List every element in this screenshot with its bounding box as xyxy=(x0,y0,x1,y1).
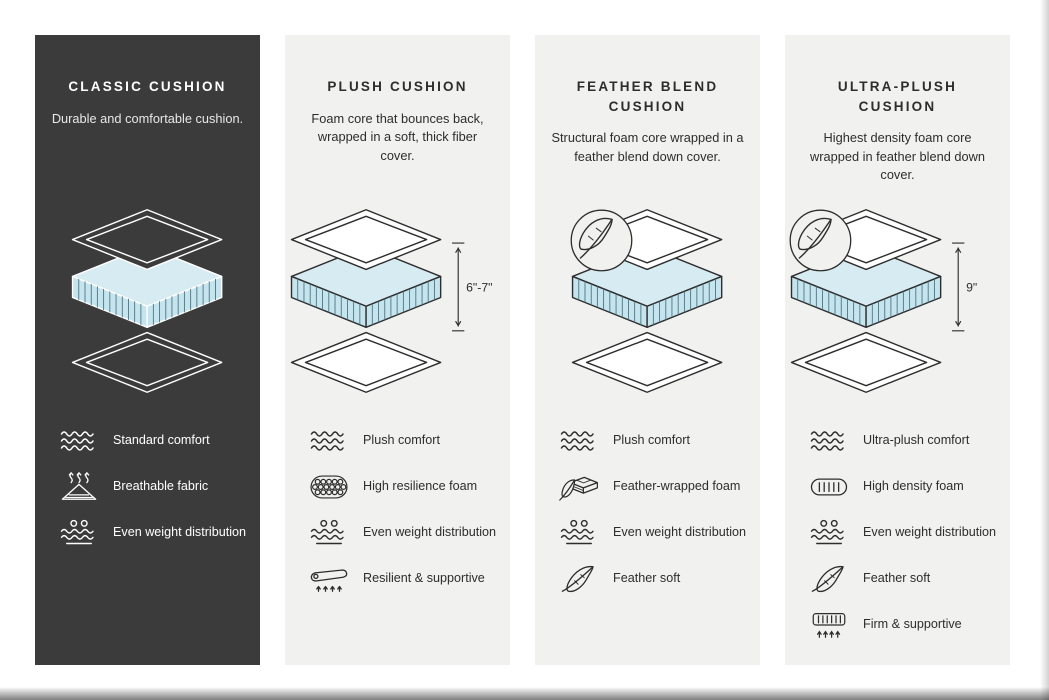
feature-label: Feather-wrapped foam xyxy=(613,479,741,494)
column-title: FEATHER BLEND CUSHION xyxy=(576,79,719,114)
bottom-cover-layer xyxy=(790,331,942,393)
measurement-label: 9" xyxy=(966,280,977,294)
feature-label: Even weight distribution xyxy=(613,525,747,540)
waves-icon xyxy=(307,426,351,456)
feature-item: Even weight distribution xyxy=(807,517,996,548)
feature-item: High density foam xyxy=(807,471,996,502)
feature-label: Firm & supportive xyxy=(863,617,962,632)
cushion-diagram xyxy=(570,209,723,393)
even-weight-icon xyxy=(307,518,351,548)
even-weight-icon xyxy=(57,518,101,548)
resilient-icon xyxy=(307,564,351,594)
feature-label: Feather soft xyxy=(613,571,681,586)
column-title: CLASSIC CUSHION xyxy=(68,79,227,94)
height-measurement xyxy=(951,242,965,332)
column-classic: CLASSIC CUSHION Durable and comfortable … xyxy=(35,35,260,665)
feather-badge-icon xyxy=(789,209,852,272)
even-weight-icon xyxy=(557,518,601,548)
feature-item: Standard comfort xyxy=(57,425,246,456)
feature-list: Ultra-plush comfort High density foam Ev… xyxy=(785,421,1010,640)
feature-item: Plush comfort xyxy=(557,425,746,456)
feature-label: High density foam xyxy=(863,479,964,494)
feather-icon xyxy=(807,564,851,594)
feature-item: Plush comfort xyxy=(307,425,496,456)
feature-list: Plush comfort Feather-wrapped foam Even … xyxy=(535,421,760,594)
column-plush: PLUSH CUSHION Foam core that bounces bac… xyxy=(285,35,510,665)
foam-cells-icon xyxy=(307,472,351,502)
feature-item: Resilient & supportive xyxy=(307,563,496,594)
feather-badge-icon xyxy=(570,209,633,272)
column-description: Durable and comfortable cushion. xyxy=(51,110,244,126)
feature-list: Plush comfort High resilience foam Even … xyxy=(285,421,510,594)
feature-item: Breathable fabric xyxy=(57,471,246,502)
column-header: ULTRA-PLUSH CUSHION Highest density foam… xyxy=(785,61,1010,182)
bottom-cover-layer xyxy=(72,331,223,393)
feature-item: Even weight distribution xyxy=(57,517,246,548)
feature-item: Feather-wrapped foam xyxy=(557,471,746,502)
column-header: PLUSH CUSHION Foam core that bounces bac… xyxy=(285,61,510,181)
bottom-cover-layer xyxy=(290,331,442,393)
feature-label: Plush comfort xyxy=(613,433,690,448)
feature-label: Ultra-plush comfort xyxy=(863,433,970,448)
cushion-diagram: 6"-7" xyxy=(290,209,492,393)
waves-icon xyxy=(57,426,101,456)
firm-supportive-icon xyxy=(807,610,851,640)
cushion-diagram-area: 6"-7" xyxy=(285,181,510,421)
cushion-diagram-area: 9" xyxy=(785,181,1010,421)
feature-item: Even weight distribution xyxy=(307,517,496,548)
feature-item: Even weight distribution xyxy=(557,517,746,548)
feather-wrapped-foam-icon xyxy=(557,472,601,502)
column-title: PLUSH CUSHION xyxy=(327,79,468,94)
cushion-diagram-area xyxy=(35,181,260,421)
top-cover-layer xyxy=(290,209,442,271)
feature-item: Firm & supportive xyxy=(807,609,996,640)
measurement-label: 6"-7" xyxy=(466,280,492,294)
feature-label: Breathable fabric xyxy=(113,479,209,494)
bottom-cover-layer xyxy=(572,331,723,393)
high-density-foam-icon xyxy=(807,472,851,502)
feature-label: High resilience foam xyxy=(363,479,478,494)
column-header: FEATHER BLEND CUSHION Structural foam co… xyxy=(535,61,760,181)
feature-item: Feather soft xyxy=(557,563,746,594)
column-title: ULTRA-PLUSH CUSHION xyxy=(837,79,958,114)
feature-list: Standard comfort Breathable fabric Even … xyxy=(35,421,260,548)
feature-item: High resilience foam xyxy=(307,471,496,502)
columns: CLASSIC CUSHION Durable and comfortable … xyxy=(35,35,1010,665)
feather-icon xyxy=(557,564,601,594)
column-description: Structural foam core wrapped in a feathe… xyxy=(551,130,744,164)
even-weight-icon xyxy=(807,518,851,548)
feature-item: Feather soft xyxy=(807,563,996,594)
feature-label: Even weight distribution xyxy=(363,525,497,540)
cushion-diagram-area xyxy=(535,181,760,421)
height-measurement xyxy=(451,242,465,332)
top-cover-layer xyxy=(72,209,223,271)
column-description: Highest density foam core wrapped in fea… xyxy=(809,130,985,183)
cushion-diagram xyxy=(72,209,223,393)
cushion-diagram: 9" xyxy=(789,209,977,393)
waves-icon xyxy=(557,426,601,456)
waves-icon xyxy=(807,426,851,456)
column-header: CLASSIC CUSHION Durable and comfortable … xyxy=(35,61,260,181)
breathable-fabric-icon xyxy=(57,471,101,502)
feature-item: Ultra-plush comfort xyxy=(807,425,996,456)
feature-label: Even weight distribution xyxy=(863,525,997,540)
column-feather-blend: FEATHER BLEND CUSHION Structural foam co… xyxy=(535,35,760,665)
feature-label: Plush comfort xyxy=(363,433,440,448)
feature-label: Feather soft xyxy=(863,571,931,586)
column-ultra-plush: ULTRA-PLUSH CUSHION Highest density foam… xyxy=(785,35,1010,665)
feature-label: Even weight distribution xyxy=(113,525,247,540)
column-description: Foam core that bounces back, wrapped in … xyxy=(311,110,484,163)
feature-label: Standard comfort xyxy=(113,433,210,448)
feature-label: Resilient & supportive xyxy=(363,571,485,586)
